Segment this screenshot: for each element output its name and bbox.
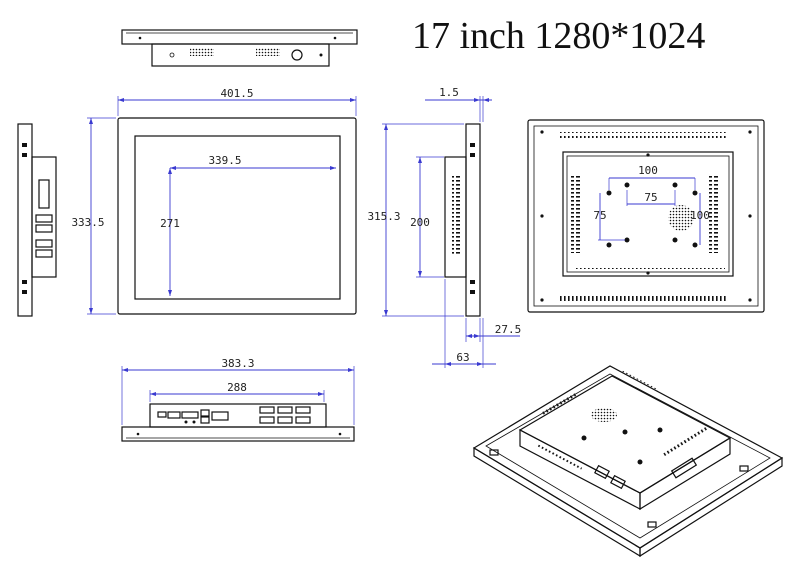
label-vesa-75-v: 75 (593, 209, 606, 222)
dim-vesa-75-v: 75 (593, 193, 625, 241)
dim-front-outer-height: 333.5 (71, 117, 116, 315)
dim-front-screen-height: 271 (160, 168, 180, 296)
isometric-view (472, 365, 784, 558)
label-383-3: 383.3 (221, 357, 254, 370)
left-side-view (17, 123, 57, 317)
right-side-view (444, 123, 481, 317)
dim-bottom-width: 383.3 (121, 357, 355, 425)
dim-vesa-100-v: 100 (690, 193, 710, 245)
page-title: 17 inch 1280*1024 (412, 15, 706, 57)
label-vesa-75-h: 75 (644, 191, 657, 204)
dim-vesa-100-h: 100 (608, 164, 696, 190)
dim-front-screen-width: 339.5 (170, 154, 336, 170)
top-view (121, 29, 358, 67)
label-63: 63 (456, 351, 469, 364)
label-339-5: 339.5 (208, 154, 241, 167)
label-315-3: 315.3 (367, 210, 400, 223)
dim-total-depth: 63 (432, 279, 496, 368)
dim-bracket-height: 200 (410, 156, 444, 278)
dim-bezel-depth: 1.5 (425, 86, 492, 122)
label-vesa-100-v: 100 (690, 209, 710, 222)
dim-side-height: 315.3 (367, 123, 464, 317)
back-vent-grill (668, 205, 694, 231)
dim-front-outer-width: 401.5 (117, 87, 357, 116)
label-401-5: 401.5 (220, 87, 253, 100)
front-view (117, 117, 357, 315)
label-27-5: 27.5 (495, 323, 522, 336)
label-vesa-100-h: 100 (638, 164, 658, 177)
label-1-5: 1.5 (439, 86, 459, 99)
dim-bottom-io-width: 288 (149, 381, 325, 402)
vesa-holes (606, 182, 698, 248)
top-vent-right (256, 48, 280, 56)
bottom-view (121, 403, 355, 442)
label-200: 200 (410, 216, 430, 229)
label-288: 288 (227, 381, 247, 394)
dim-vesa-75-h: 75 (626, 190, 676, 206)
dim-bracket-depth: 27.5 (465, 318, 522, 342)
back-view (527, 119, 765, 313)
label-271: 271 (160, 217, 180, 230)
top-vent-left (190, 48, 214, 56)
label-333-5: 333.5 (71, 216, 104, 229)
